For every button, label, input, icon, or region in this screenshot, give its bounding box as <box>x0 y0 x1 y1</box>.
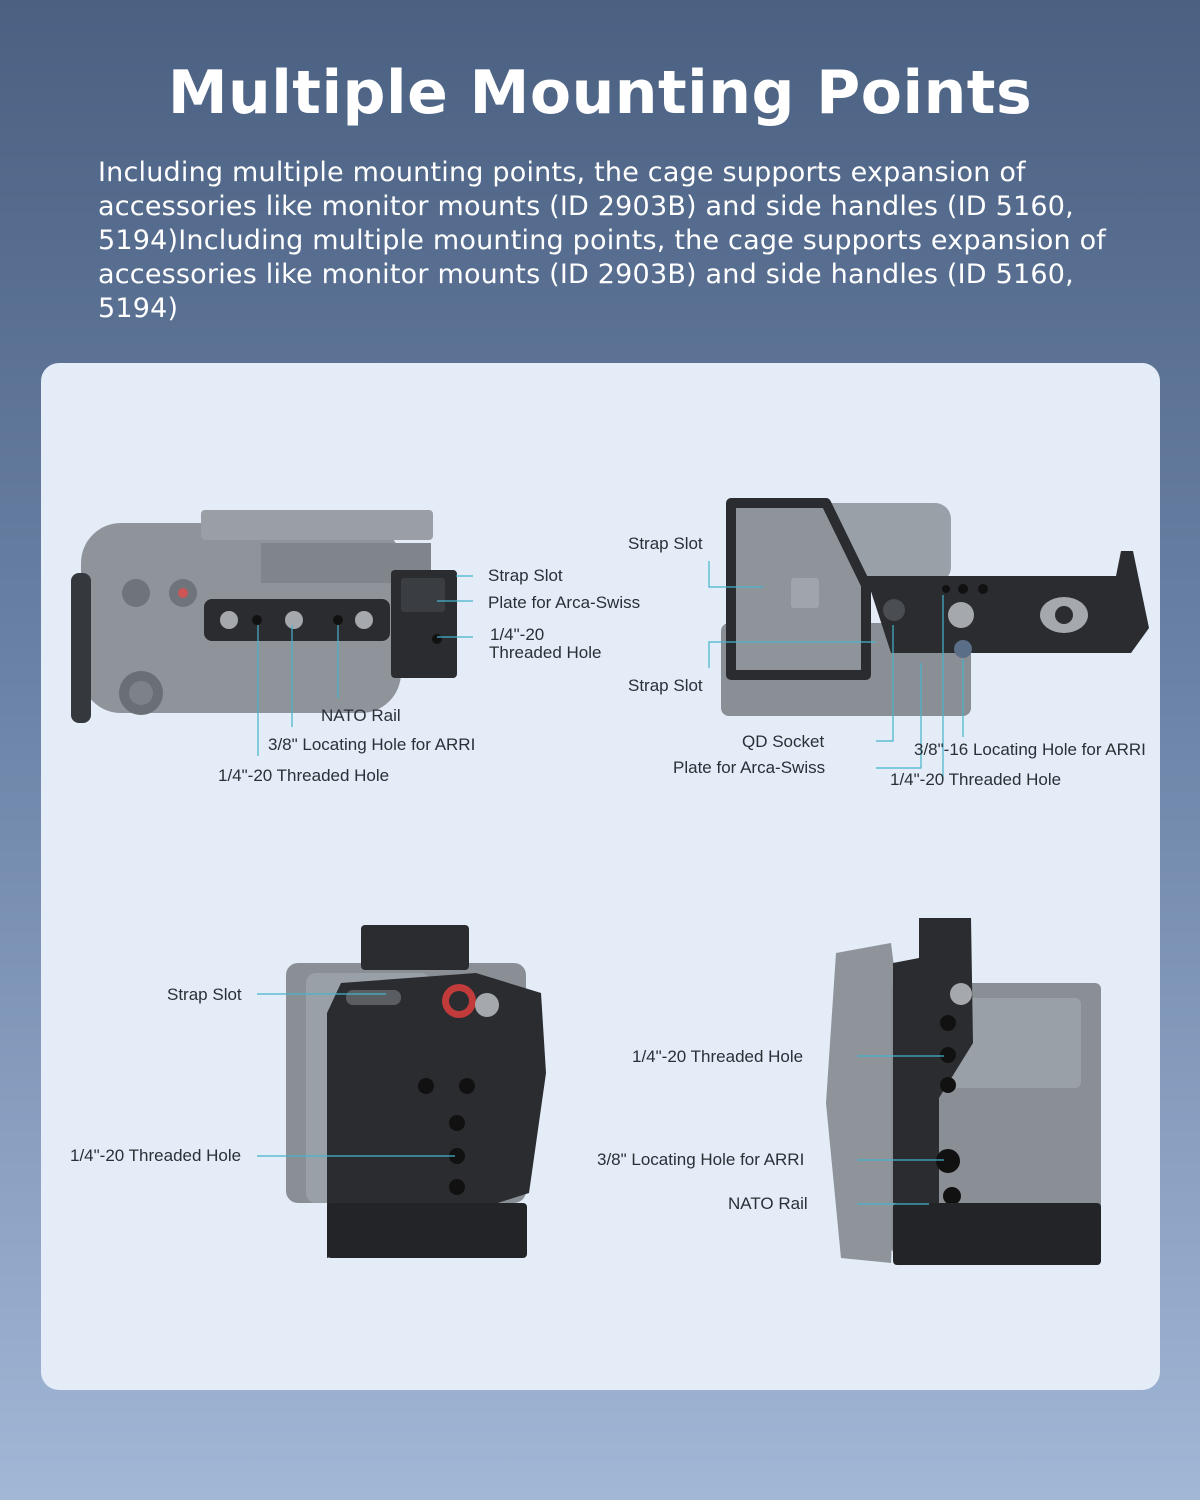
grip-side-illustration <box>257 925 546 1258</box>
bottom-view-illustration <box>708 498 1149 779</box>
top-view-diagram: Strap Slot Plate for Arca-Swiss 1/4"-20 … <box>41 363 640 803</box>
intro-paragraph: Including multiple mounting points, the … <box>98 157 1106 324</box>
bottom-view-diagram: Strap Slot Strap Slot QD Socket Plate fo… <box>601 363 1160 803</box>
left-side-diagram: 1/4"-20 Threaded Hole 3/8" Locating Hole… <box>597 903 1160 1303</box>
label-bottom-threaded-hole: 1/4"-20 Threaded Hole <box>890 770 1062 789</box>
label-top-arri-hole: 3/8" Locating Hole for ARRI <box>268 735 476 754</box>
label-grip-threaded-hole: 1/4"-20 Threaded Hole <box>70 1146 242 1165</box>
grip-side-diagram: Strap Slot 1/4"-20 Threaded Hole <box>41 903 601 1303</box>
label-bottom-qd-socket: QD Socket <box>742 732 825 751</box>
page-title: Multiple Mounting Points <box>167 58 1033 128</box>
label-side-nato-rail: NATO Rail <box>728 1194 808 1213</box>
label-top-threaded-hole-right-1: 1/4"-20 <box>490 625 545 644</box>
label-grip-strap-slot: Strap Slot <box>167 985 242 1004</box>
label-top-nato-rail: NATO Rail <box>321 706 401 725</box>
product-panel: Strap Slot Plate for Arca-Swiss 1/4"-20 … <box>41 363 1160 1390</box>
label-side-threaded-hole: 1/4"-20 Threaded Hole <box>632 1047 804 1066</box>
label-top-threaded-hole-bottom: 1/4"-20 Threaded Hole <box>218 766 390 785</box>
label-bottom-arri-hole: 3/8"-16 Locating Hole for ARRI <box>914 740 1146 759</box>
left-side-illustration <box>826 918 1101 1265</box>
label-bottom-strap-slot-mid: Strap Slot <box>628 676 703 695</box>
label-side-arri-hole: 3/8" Locating Hole for ARRI <box>597 1150 805 1169</box>
label-top-arca-plate: Plate for Arca-Swiss <box>488 593 641 612</box>
label-top-threaded-hole-right-2: Threaded Hole <box>489 643 602 662</box>
label-bottom-strap-slot-top: Strap Slot <box>628 534 703 553</box>
label-bottom-arca-plate: Plate for Arca-Swiss <box>673 758 826 777</box>
top-view-illustration <box>71 510 473 756</box>
label-top-strap-slot: Strap Slot <box>488 566 563 585</box>
